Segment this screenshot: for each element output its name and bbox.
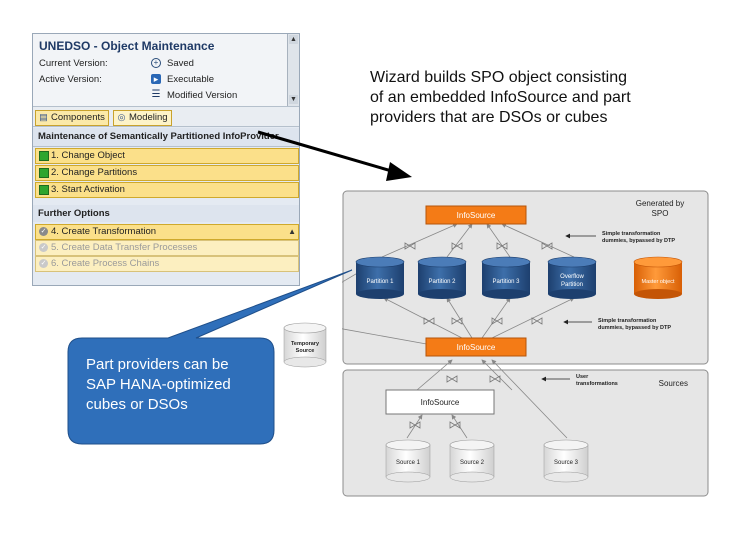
note-top-line: Simple transformation	[602, 231, 661, 237]
connector-lines	[342, 223, 575, 439]
step-change-partitions[interactable]: 2. Change Partitions	[35, 165, 299, 181]
modified-version-icon: ☰	[151, 89, 161, 100]
note-mid-line: Simple transformation	[598, 318, 657, 324]
partition-2: Partition 2	[417, 256, 467, 299]
step-label: 2. Change Partitions	[51, 167, 138, 178]
tab-components-label: Components	[51, 112, 105, 123]
infosource-bottom-label: InfoSource	[421, 398, 460, 407]
overflow-label: Overflow	[560, 274, 584, 280]
temporary-source: Temporary Source	[283, 322, 327, 368]
further-options-header: Further Options	[33, 205, 299, 222]
callout-line: cubes or DSOs	[86, 396, 188, 413]
green-status-icon	[39, 168, 49, 178]
option-label: 4. Create Transformation	[51, 226, 157, 237]
source-2: Source 2	[449, 439, 495, 483]
option-label: 6. Create Process Chains	[51, 258, 160, 269]
partition-3: Partition 3	[481, 256, 531, 299]
option-create-dtp: ✓ 5. Create Data Transfer Processes	[35, 240, 299, 256]
current-version-value: Saved	[167, 58, 194, 69]
tab-bar: ▤ Components ◎ Modeling	[33, 107, 299, 127]
green-status-icon	[39, 151, 49, 161]
annotation-line: Wizard builds SPO object consisting	[370, 69, 627, 86]
option-status-icon: ✓	[39, 227, 48, 236]
green-status-icon	[39, 185, 49, 195]
step-label: 3. Start Activation	[51, 184, 125, 195]
annotation-line: of an embedded InfoSource and part	[370, 89, 631, 106]
master-object-label: Master object	[641, 279, 674, 285]
partition-2-label: Partition 2	[428, 279, 456, 285]
modified-version-value: Modified Version	[167, 90, 238, 101]
modeling-icon: ◎	[117, 112, 126, 122]
note-mid: Simple transformation dummies, bypassed …	[563, 318, 671, 331]
scroll-down-icon[interactable]: ▼	[289, 95, 298, 104]
callout-line: Part providers can be	[86, 356, 229, 373]
option-label: 5. Create Data Transfer Processes	[51, 242, 198, 253]
master-object: Master object	[633, 256, 683, 299]
wizard-annotation: Wizard builds SPO object consisting of a…	[370, 68, 700, 128]
sources-label: Sources	[659, 379, 688, 388]
transformation-symbols	[404, 242, 553, 429]
partition-3-label: Partition 3	[492, 279, 520, 285]
tab-modeling-label: Modeling	[129, 112, 168, 123]
partition-1: Partition 1	[355, 256, 405, 299]
source-1-label: Source 1	[396, 460, 421, 466]
partition-1-label: Partition 1	[366, 279, 394, 285]
infosource-top-label: InfoSource	[457, 211, 496, 220]
note-user-line: transformations	[576, 381, 618, 387]
note-mid-line: dummies, bypassed by DTP	[598, 325, 671, 331]
infosource-bottom-box	[385, 389, 495, 415]
option-status-icon: ✓	[39, 259, 48, 268]
option-create-transformation[interactable]: ✓ 4. Create Transformation ▲	[35, 224, 299, 240]
panel-title: UNEDSO - Object Maintenance	[39, 39, 215, 53]
generated-label: SPO	[652, 209, 669, 218]
overflow-partition: Overflow Partition	[547, 256, 597, 299]
generated-label: Generated by	[636, 199, 684, 208]
tab-modeling[interactable]: ◎ Modeling	[113, 110, 172, 126]
temporary-source-label: Source	[296, 348, 315, 354]
temporary-source-label: Temporary	[291, 341, 320, 347]
saved-icon: +	[151, 58, 161, 68]
executable-icon: ▸	[151, 74, 161, 84]
annotation-line: providers that are DSOs or cubes	[370, 109, 608, 126]
current-version-label: Current Version:	[39, 58, 108, 69]
option-status-icon: ✓	[39, 243, 48, 252]
note-user: User transformations	[541, 374, 618, 387]
header-scrollbar[interactable]: ▲ ▼	[287, 34, 299, 106]
step-start-activation[interactable]: 3. Start Activation	[35, 182, 299, 198]
components-icon: ▤	[39, 112, 48, 122]
active-version-label: Active Version:	[39, 74, 102, 85]
tab-components[interactable]: ▤ Components	[35, 110, 109, 126]
step-label: 1. Change Object	[51, 150, 125, 161]
overflow-label: Partition	[561, 282, 583, 288]
source-3-label: Source 3	[554, 460, 579, 466]
note-top: Simple transformation dummies, bypassed …	[565, 231, 675, 244]
object-maintenance-panel: UNEDSO - Object Maintenance Current Vers…	[32, 33, 300, 286]
active-version-value: Executable	[167, 74, 215, 85]
callout-line: SAP HANA-optimized	[86, 376, 231, 393]
note-user-line: User	[576, 374, 589, 380]
expand-icon[interactable]: ▲	[288, 227, 296, 236]
maintenance-header: Maintenance of Semantically Partitioned …	[33, 128, 299, 147]
infosource-mid-label: InfoSource	[457, 343, 496, 352]
scroll-up-icon[interactable]: ▲	[289, 35, 298, 44]
infosource-mid-box	[425, 337, 527, 357]
infosource-top-box	[425, 205, 527, 225]
option-create-process-chains: ✓ 6. Create Process Chains	[35, 256, 299, 272]
source-1: Source 1	[385, 439, 431, 483]
panel-header: UNEDSO - Object Maintenance Current Vers…	[33, 34, 299, 107]
note-top-line: dummies, bypassed by DTP	[602, 238, 675, 244]
source-2-label: Source 2	[460, 460, 485, 466]
callout-text: Part providers can be SAP HANA-optimized…	[86, 355, 261, 415]
source-3: Source 3	[543, 439, 589, 483]
spo-architecture-diagram: Generated by SPO Sources Inf	[342, 190, 709, 497]
step-change-object[interactable]: 1. Change Object	[35, 148, 299, 164]
